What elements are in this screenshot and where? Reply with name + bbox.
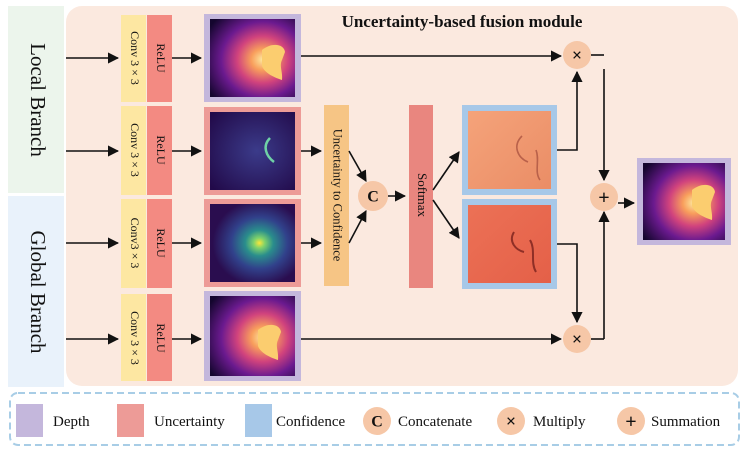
multiply-op-bottom [563, 325, 591, 353]
legend-swatch-depth [16, 404, 43, 437]
global-branch-bg [8, 196, 64, 387]
legend-label: Depth [53, 414, 90, 430]
concatenate-op [358, 181, 388, 211]
legend-swatch-uncertainty [117, 404, 144, 437]
conv-block [121, 106, 146, 195]
legend-label: Uncertainty [154, 414, 225, 430]
uncertainty-map-image [210, 112, 295, 190]
legend-multiply-icon [497, 407, 525, 435]
conv-label: Conv 3 × 3 [128, 31, 142, 85]
legend-item-concatenate: C Concatenate [363, 407, 472, 435]
multiply-symbol-top: × [572, 45, 582, 65]
legend-label: Summation [651, 414, 721, 430]
legend-summation-symbol: + [625, 411, 636, 433]
summation-op [590, 183, 618, 211]
legend-item-multiply: × Multiply [497, 407, 586, 435]
relu-block [147, 106, 172, 195]
row-4: Conv 3 × 3 ReLU [66, 291, 301, 381]
local-branch-bg [8, 6, 64, 193]
relu-label: ReLU [154, 135, 168, 165]
legend-item-uncertainty: Uncertainty [117, 404, 225, 437]
relu-label: ReLU [154, 323, 168, 353]
confidence-map-edge [510, 231, 537, 273]
conv-block [121, 15, 146, 102]
local-branch-label: Local Branch [26, 43, 50, 157]
conv-label: Conv 3 × 3 [128, 123, 142, 177]
confidence-map-image [468, 111, 551, 189]
relu-block [147, 199, 172, 288]
legend-summation-icon [617, 407, 645, 435]
relu-label: ReLU [154, 43, 168, 73]
confidence-map-image [468, 205, 551, 283]
concatenate-symbol: C [367, 189, 379, 206]
depth-map-highlight [258, 324, 281, 360]
relu-block [147, 15, 172, 102]
legend-item-confidence: Confidence [245, 404, 345, 437]
legend-concatenate-icon [363, 407, 391, 435]
relu-label: ReLU [154, 228, 168, 258]
legend-item-depth: Depth [16, 404, 90, 437]
conv-block [121, 294, 146, 381]
confidence-map-edge [516, 135, 541, 181]
uncertainty-map-image [210, 204, 295, 282]
legend-label: Multiply [533, 414, 586, 430]
softmax-block [409, 105, 433, 288]
conv-block [121, 199, 146, 288]
uncertainty-to-confidence-label: Uncertainty to Confidence [331, 129, 345, 262]
legend-concatenate-symbol: C [371, 414, 383, 431]
legend-item-summation: + Summation [617, 407, 721, 435]
summation-symbol: + [598, 187, 609, 209]
depth-map-highlight [262, 44, 285, 80]
conv-label: Conv 3 × 3 [128, 311, 142, 365]
module-title: Uncertainty-based fusion module [342, 12, 583, 31]
relu-block [147, 294, 172, 381]
output-depth-image [643, 163, 725, 240]
multiply-op-top [563, 41, 591, 69]
legend-label: Concatenate [398, 414, 472, 430]
row-3: Conv3 × 3 ReLU [66, 199, 301, 288]
legend-multiply-symbol: × [506, 411, 516, 431]
output-depth-highlight [692, 184, 715, 220]
global-branch-label: Global Branch [26, 230, 50, 354]
multiply-symbol-bottom: × [572, 329, 582, 349]
uncertainty-edge [264, 137, 275, 163]
softmax-label: Softmax [415, 173, 430, 218]
row-2: Conv 3 × 3 ReLU [66, 106, 301, 195]
legend-swatch-confidence [245, 404, 272, 437]
uncertainty-to-confidence-block [324, 105, 349, 286]
conv-label: Conv3 × 3 [128, 218, 142, 269]
legend-label: Confidence [276, 414, 345, 430]
row-1: Conv 3 × 3 ReLU [66, 14, 301, 102]
depth-map-image [210, 296, 295, 376]
